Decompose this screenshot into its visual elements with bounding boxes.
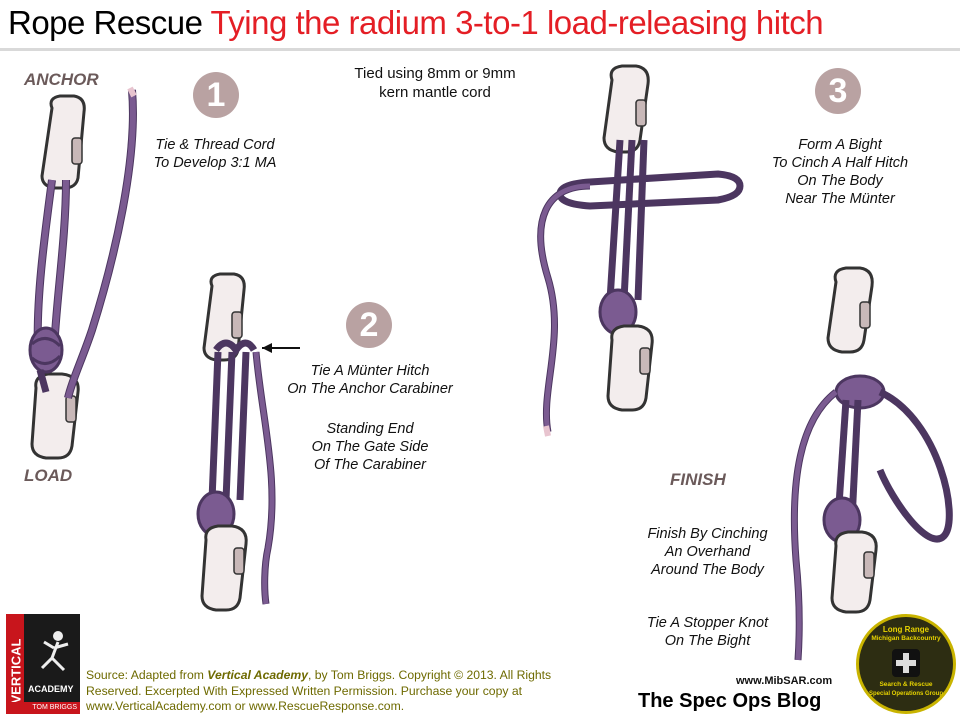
cord-note-line2: kern mantle cord — [379, 84, 491, 101]
step-2-extra-line2: On The Gate Side — [311, 439, 429, 455]
anchor-gate-4 — [859, 301, 871, 329]
step-3-text: Form A Bight To Cinch A Half Hitch On Th… — [745, 136, 935, 208]
running-end-tip-1 — [127, 86, 137, 98]
badge-mid-text: Michigan Backcountry — [871, 635, 941, 642]
badge-bottom1: Search & Rescue — [879, 681, 933, 688]
stopper-line1: Tie A Stopper Knot — [646, 615, 769, 631]
step-3-line2: To Cinch A Half Hitch — [771, 155, 909, 171]
knot-detail-1 — [31, 337, 62, 365]
title-brand: Rope Rescue — [8, 4, 203, 41]
source-prefix: Source: Adapted from — [86, 668, 208, 682]
rope-into-load-1 — [36, 369, 50, 393]
running-end-2-fill — [253, 351, 275, 605]
blog-name: The Spec Ops Blog — [638, 690, 822, 712]
anchor-gate-1 — [71, 137, 83, 165]
source-book: Vertical Academy — [207, 668, 308, 682]
strand-3a — [606, 139, 624, 301]
step-2-extra-line3: Of The Carabiner — [313, 457, 427, 473]
step-3-badge: 3 — [815, 68, 861, 114]
cord-note: Tied using 8mm or 9mm kern mantle cord — [300, 64, 570, 102]
vertical-academy-logo: VERTICAL ACADEMY TOM BRIGGS — [6, 614, 80, 714]
finish-line2: An Overhand — [664, 544, 751, 560]
step-2-badge: 2 — [346, 302, 392, 348]
source-credit: Source: Adapted from Vertical Academy, b… — [86, 668, 586, 715]
sar-badge: Long Range Michigan Backcountry Search &… — [856, 614, 956, 714]
bight-tail-3-fill — [538, 183, 591, 433]
badge-bottom2: Special Operations Group — [868, 691, 943, 697]
anchor-gate-2 — [231, 311, 243, 339]
step-2-extra: Standing End On The Gate Side Of The Car… — [285, 420, 455, 474]
load-carabiner-3 — [606, 324, 654, 412]
finish-loop-4 — [876, 388, 953, 543]
finish-label: FINISH — [670, 470, 726, 489]
finish-text: Finish By Cinching An Overhand Around Th… — [625, 525, 790, 579]
anchor-carabiner-4 — [826, 266, 874, 354]
running-end-1b — [65, 89, 136, 399]
step-2-line1: Tie A Münter Hitch — [310, 363, 430, 379]
strand-2a — [208, 351, 222, 501]
step-1-badge: 1 — [193, 72, 239, 118]
bight-tail-tip-3 — [543, 425, 551, 437]
load-gate-4 — [863, 551, 875, 579]
finish-tail-4-fill — [791, 390, 838, 661]
source-rest: , by Tom Briggs. Copyright © 2013. All R… — [86, 668, 552, 713]
logo-word-academy: ACADEMY — [28, 684, 74, 694]
strand-3b — [620, 139, 636, 301]
load-label: LOAD — [24, 466, 73, 485]
logo-word-vertical: VERTICAL — [8, 638, 24, 704]
step-1-text: Tie & Thread Cord To Develop 3:1 MA — [130, 136, 300, 172]
climber-icon — [40, 631, 69, 672]
strand-2b — [222, 351, 236, 501]
logo-author: TOM BRIGGS — [6, 702, 80, 714]
title-subject: Tying the radium 3-to-1 load-releasing h… — [210, 4, 824, 41]
step-2-extra-line1: Standing End — [326, 421, 414, 437]
cord-note-line1: Tied using 8mm or 9mm — [354, 65, 516, 82]
step-1-line2: To Develop 3:1 MA — [153, 155, 277, 171]
logo-red-band — [6, 614, 24, 714]
step-1-line1: Tie & Thread Cord — [155, 137, 275, 153]
step-2-text: Tie A Münter Hitch On The Anchor Carabin… — [275, 362, 465, 398]
anchor-carabiner-3 — [602, 64, 650, 154]
step-3-line3: On The Body — [797, 173, 883, 189]
badge-top-text: Long Range — [882, 625, 930, 634]
munter-loop-2 — [213, 339, 258, 357]
stopper-line2: On The Bight — [664, 633, 751, 649]
step-3-line4: Near The Münter — [785, 191, 895, 207]
strand-2c — [236, 351, 250, 501]
stopper-text: Tie A Stopper Knot On The Bight — [625, 614, 790, 650]
load-carabiner-2 — [200, 524, 248, 612]
step-2-line2: On The Anchor Carabiner — [287, 381, 453, 397]
badge-cross-bg — [892, 649, 920, 677]
load-gate-2 — [233, 547, 245, 575]
blog-url: www.MibSAR.com — [736, 675, 833, 687]
strand-4b — [848, 399, 862, 521]
badge-cross-horizontal — [896, 660, 916, 666]
finish-line1: Finish By Cinching — [647, 526, 768, 542]
load-gate-3 — [639, 347, 651, 375]
anchor-gate-3 — [635, 99, 647, 127]
pointer-arrow-head-2 — [262, 343, 272, 353]
step-3-line1: Form A Bight — [798, 137, 882, 153]
anchor-label: ANCHOR — [24, 70, 99, 89]
header-divider — [0, 48, 960, 51]
finish-line3: Around The Body — [651, 562, 764, 578]
strand-3c — [634, 139, 648, 301]
